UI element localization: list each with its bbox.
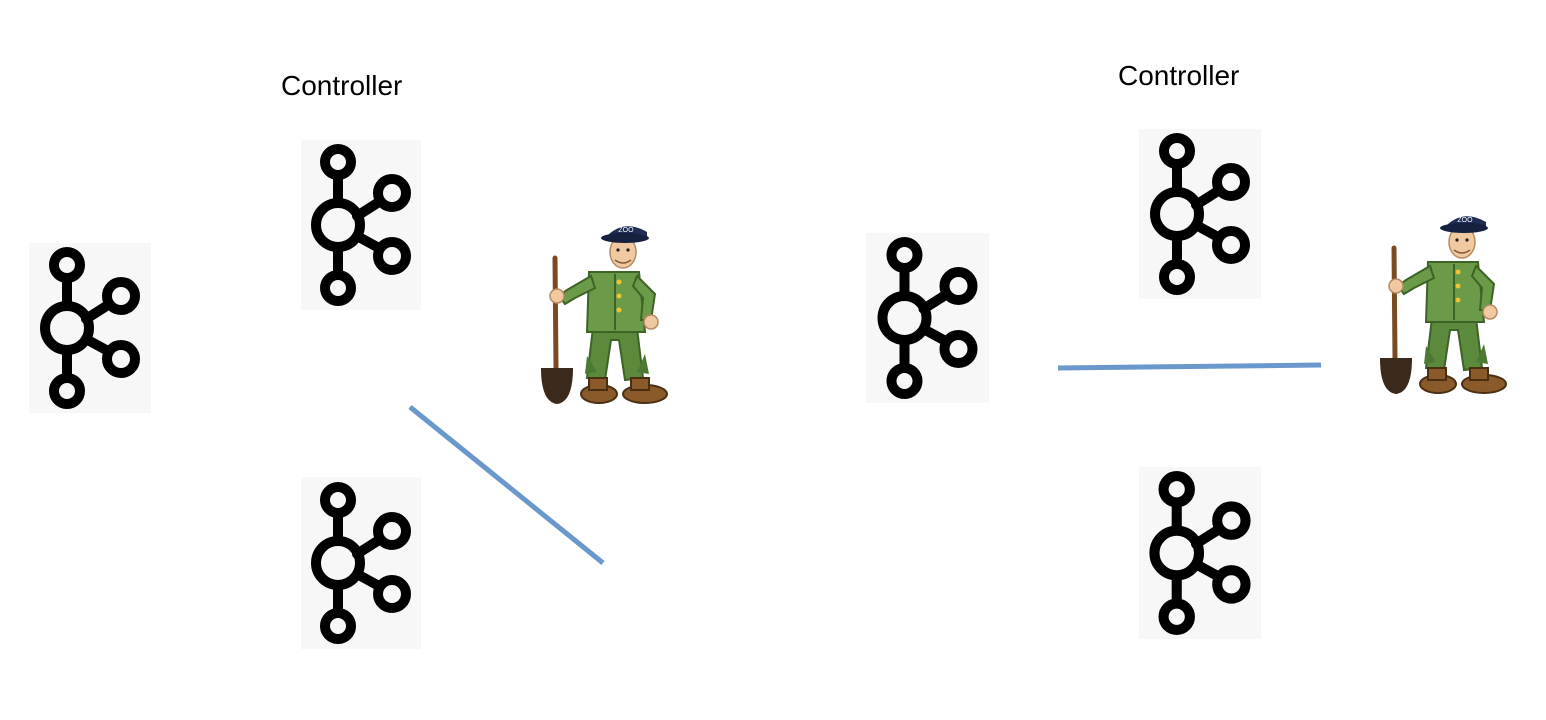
- kafka-broker-icon: [1149, 471, 1251, 635]
- kafka-broker-icon: [40, 247, 140, 409]
- cap-text: ZOO: [1457, 217, 1473, 224]
- left-broker-2-node: [301, 477, 421, 649]
- left-controller-broker-node: [301, 140, 421, 310]
- right-broker-2-node: [1139, 467, 1261, 639]
- cap-text: ZOO: [618, 227, 634, 234]
- right-broker-1-node: [866, 233, 989, 403]
- left-zookeeper-node: ZOO: [527, 216, 679, 406]
- left-broker-1-node: [29, 243, 151, 413]
- zookeeper-character-icon: ZOO: [1380, 216, 1507, 394]
- right-controller-label: Controller: [1118, 60, 1240, 91]
- right-zookeeper-node: ZOO: [1365, 206, 1519, 396]
- kafka-broker-icon: [311, 144, 411, 306]
- left-controller-label: Controller: [281, 70, 403, 101]
- zookeeper-character-icon: ZOO: [541, 226, 668, 404]
- left-cluster-link-line: [408, 405, 605, 565]
- kafka-broker-icon: [1150, 133, 1250, 295]
- right-controller-broker-node: [1139, 129, 1261, 299]
- kafka-broker-icon: [877, 237, 978, 399]
- right-cluster-link-line: [1057, 362, 1322, 371]
- kafka-broker-icon: [311, 482, 411, 644]
